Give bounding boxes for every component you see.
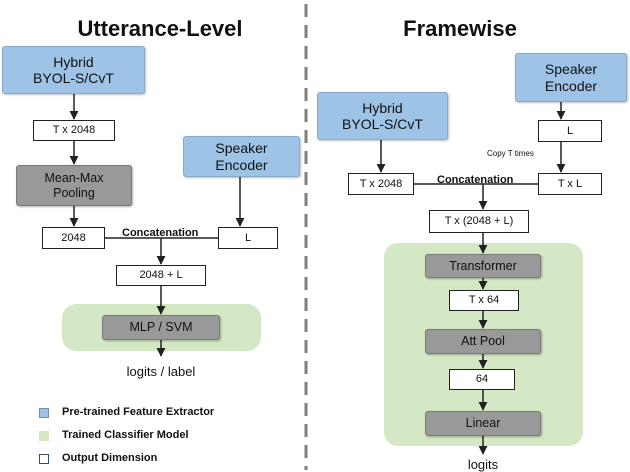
transformer-box: Transformer	[425, 254, 541, 278]
left-dim-t2048: T x 2048	[33, 120, 115, 141]
left-output-label: logits / label	[126, 364, 196, 379]
mlp-svm-box: MLP / SVM	[102, 315, 220, 340]
right-dim-t64: T x 64	[449, 290, 519, 311]
legend-swatch-classifier	[39, 431, 49, 441]
legend-label-dimension: Output Dimension	[62, 452, 158, 464]
right-dim-t2048-plus-l: T x (2048 + L)	[429, 210, 529, 233]
copy-t-times-label: Copy T times	[487, 149, 534, 158]
heading-framewise: Framewise	[403, 16, 517, 41]
left-speaker-encoder: Speaker Encoder	[183, 136, 300, 177]
left-concatenation-label: Concatenation	[122, 227, 199, 239]
right-dim-64: 64	[449, 369, 515, 390]
right-speaker-encoder: Speaker Encoder	[515, 53, 627, 102]
linear-box: Linear	[425, 411, 541, 436]
left-dim-2048-plus-l: 2048 + L	[116, 265, 206, 286]
left-dim-l: L	[218, 227, 278, 249]
left-hybrid-extractor: Hybrid BYOL-S/CvT	[2, 46, 145, 94]
legend-label-classifier: Trained Classifier Model	[62, 429, 189, 441]
right-dim-l: L	[538, 120, 602, 142]
right-dim-t2048: T x 2048	[348, 173, 414, 195]
legend-label-extractor: Pre-trained Feature Extractor	[62, 406, 215, 418]
left-dim-2048: 2048	[42, 227, 105, 249]
legend-swatch-extractor	[39, 408, 49, 418]
right-hybrid-extractor: Hybrid BYOL-S/CvT	[317, 92, 448, 140]
right-output-label: logits	[467, 457, 499, 472]
right-dim-tl: T x L	[538, 173, 602, 195]
legend-swatch-dimension	[39, 454, 49, 464]
right-concatenation-label: Concatenation	[437, 174, 514, 186]
heading-utterance-level: Utterance-Level	[77, 16, 243, 41]
att-pool-box: Att Pool	[425, 329, 541, 354]
mean-max-pooling-box: Mean-Max Pooling	[16, 165, 132, 206]
